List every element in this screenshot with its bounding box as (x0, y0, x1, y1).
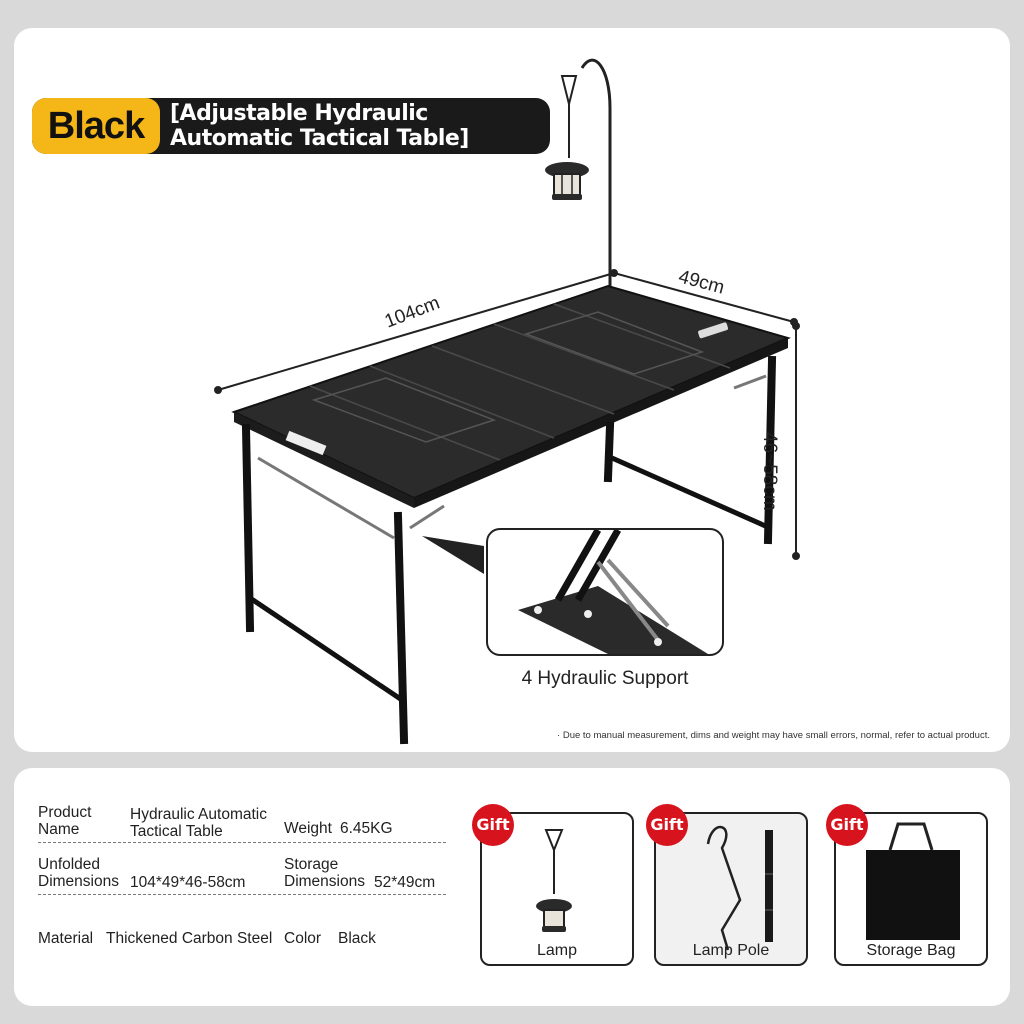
spec-storage-label: Storage Dimensions (284, 856, 365, 890)
spec-product-name-label: Product Name (38, 804, 92, 838)
spec-unfolded-value: 104*49*46-58cm (130, 874, 246, 891)
color-badge: Black (32, 98, 160, 154)
specs-panel: Product Name Hydraulic Automatic Tactica… (14, 768, 1010, 1006)
spec-product-name-value: Hydraulic Automatic Tactical Table (130, 806, 267, 840)
hydraulic-support-inset (486, 528, 724, 656)
gift-label-lamp-pole: Lamp Pole (692, 942, 770, 959)
spec-color-label: Color (284, 930, 322, 947)
product-image-panel: Black [Adjustable Hydraulic Automatic Ta… (14, 28, 1010, 752)
table-illustration (214, 58, 800, 745)
inset-caption: 4 Hydraulic Support (521, 668, 689, 689)
spec-unfolded-label: Unfolded Dimensions (38, 856, 119, 890)
gift-label-lamp: Lamp (536, 942, 578, 959)
gift-badge: Gift (826, 804, 868, 846)
gift-badge: Gift (646, 804, 688, 846)
hanging-lamp (560, 75, 578, 158)
disclaimer-note: · Due to manual measurement, dims and we… (557, 730, 990, 741)
gift-badge: Gift (472, 804, 514, 846)
spec-weight-value: 6.45KG (340, 820, 393, 837)
gift-card-storage-bag: Gift Storage Bag (826, 804, 988, 966)
gift-card-lamp-pole: Gift Lamp Pole (646, 804, 808, 966)
lamp-icon (536, 829, 572, 932)
spec-storage-value: 52*49cm (374, 874, 436, 891)
gift-card-lamp: Gift Lamp (472, 804, 634, 966)
gift-label-storage-bag: Storage Bag (866, 942, 956, 959)
spec-color-value: Black (338, 930, 376, 947)
spec-separator (38, 894, 446, 895)
storage-bag-icon (866, 822, 960, 940)
height-dimension: 46~58cm (759, 432, 780, 511)
lamp-pole-icon (706, 825, 773, 951)
spec-material-label: Material (38, 930, 94, 947)
title-bar: Black [Adjustable Hydraulic Automatic Ta… (32, 98, 550, 154)
spec-weight-label: Weight (284, 820, 332, 837)
spec-material-value: Thickened Carbon Steel (106, 930, 273, 947)
product-title: [Adjustable Hydraulic Automatic Tactical… (170, 101, 469, 151)
spec-separator (38, 842, 446, 843)
